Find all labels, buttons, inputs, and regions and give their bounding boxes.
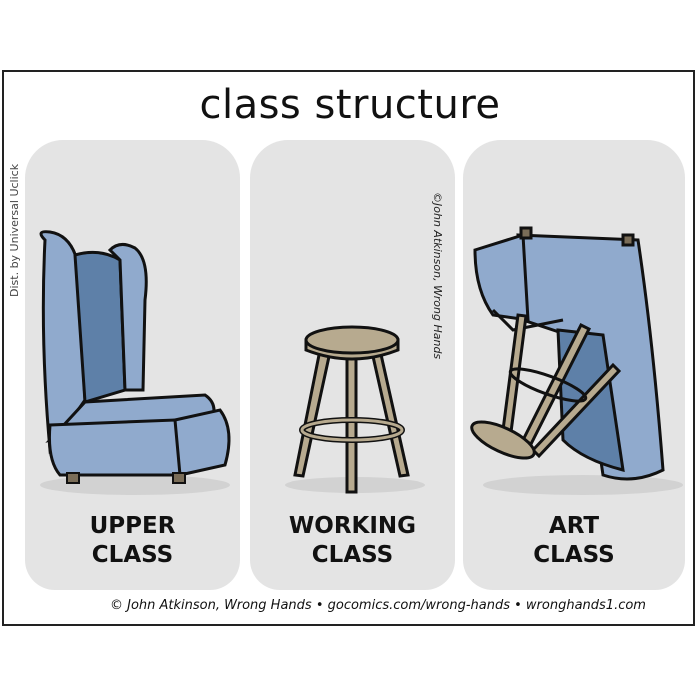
upside-down-chair-and-stool-illustration xyxy=(470,226,683,495)
footer-credit: © John Atkinson, Wrong Hands • gocomics.… xyxy=(110,598,646,613)
label-line: CLASS xyxy=(311,542,394,568)
distributor-credit: Dist. by Universal Uclick xyxy=(8,163,21,297)
label-line: ART xyxy=(548,513,600,539)
label-line: CLASS xyxy=(533,542,615,568)
panel-label: UPPER CLASS xyxy=(25,512,240,570)
label-line: UPPER xyxy=(89,513,176,539)
label-line: WORKING xyxy=(288,513,417,539)
vertical-author-credit: ©John Atkinson, Wrong Hands xyxy=(431,192,444,360)
panel-art-class: ART CLASS xyxy=(463,140,685,590)
panel-label: WORKING CLASS xyxy=(250,512,455,570)
panel-label: ART CLASS xyxy=(463,512,685,570)
comic-title: class structure xyxy=(199,82,501,128)
label-line: CLASS xyxy=(91,542,174,568)
panel-working-class: WORKING CLASS xyxy=(250,140,455,590)
wingback-chair-illustration xyxy=(39,230,231,495)
panel-upper-class: UPPER CLASS xyxy=(25,140,240,590)
stool-illustration xyxy=(285,325,425,494)
